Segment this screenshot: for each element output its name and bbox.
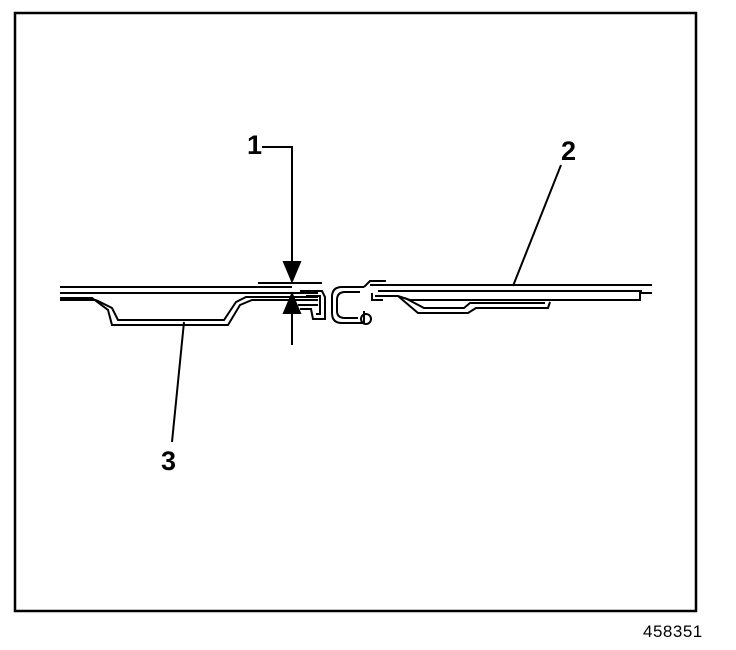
leader-line-3 — [171, 321, 185, 443]
center-clip — [300, 280, 386, 325]
left-panel — [60, 286, 318, 326]
diagram-border — [13, 11, 698, 613]
gap-measurement — [258, 146, 322, 345]
right-panel — [370, 284, 652, 314]
callout-1-gap: 1 — [247, 130, 263, 160]
leader-line-2 — [512, 164, 562, 287]
callout-3-left-panel: 3 — [161, 446, 177, 476]
figure-id: 458351 — [643, 622, 703, 641]
callout-2-right-panel: 2 — [561, 136, 577, 166]
